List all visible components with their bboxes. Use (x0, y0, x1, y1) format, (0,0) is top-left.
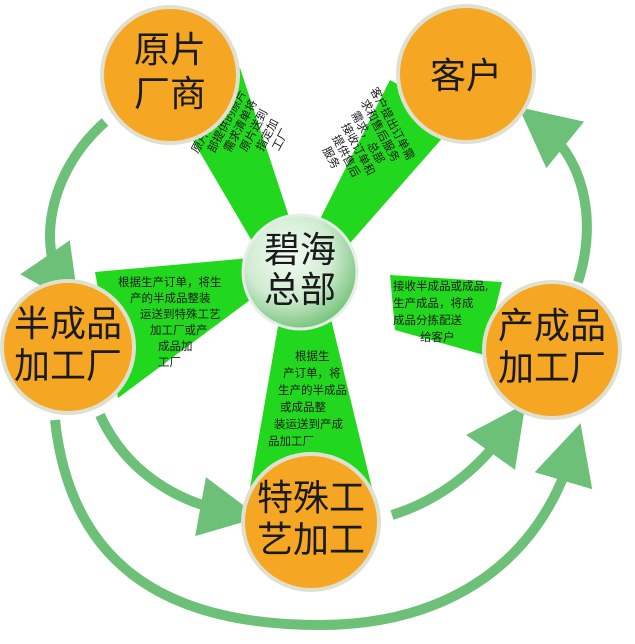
arrow-semi-to-product-bottom (50, 419, 593, 631)
desc-semi: 根据生产订单，将生 产的半成品整装 运送到特殊工艺 加工厂或产 成品加 工厂 (118, 275, 225, 369)
desc-product: 接收半成品或成品, 生产成品，将成 成品分拣配送 给客户 (393, 279, 492, 344)
arrow-product-to-customer (518, 107, 592, 284)
node-product-line2: 加工厂 (498, 348, 606, 389)
hub-label-line1: 碧海 (264, 230, 336, 271)
spoke-product (390, 275, 502, 355)
node-semi-finished-factory: 半成品 加工厂 (0, 279, 136, 415)
node-customer-label: 客户 (430, 56, 502, 97)
node-special-line2: 艺加工 (257, 520, 365, 561)
node-semi-line2: 加工厂 (14, 346, 122, 387)
hub-label-line2: 总部 (264, 270, 336, 311)
hub-headquarters: 碧海 总部 (241, 213, 359, 331)
arrow-supplier-to-semi (20, 118, 109, 307)
spoke-special (250, 315, 372, 488)
node-special-line1: 特殊工 (257, 478, 365, 519)
node-product-factory: 产成品 加工厂 (482, 280, 622, 420)
node-product-line1: 产成品 (498, 306, 606, 347)
node-supplier-line2: 厂商 (134, 74, 206, 115)
flow-arrows (20, 107, 593, 631)
arrow-special-to-product (390, 403, 526, 520)
arrow-semi-to-special (95, 412, 260, 537)
desc-special: 根据生 产订单，将 生产的半成品 或成品整 装运送到产成 品加工厂 (268, 349, 351, 448)
node-supplier: 原片 厂商 (100, 5, 240, 145)
node-special-process: 特殊工 艺加工 (241, 452, 381, 592)
node-semi-line1: 半成品 (14, 304, 122, 345)
node-customer: 客户 (396, 4, 536, 144)
node-supplier-line1: 原片 (134, 30, 206, 71)
